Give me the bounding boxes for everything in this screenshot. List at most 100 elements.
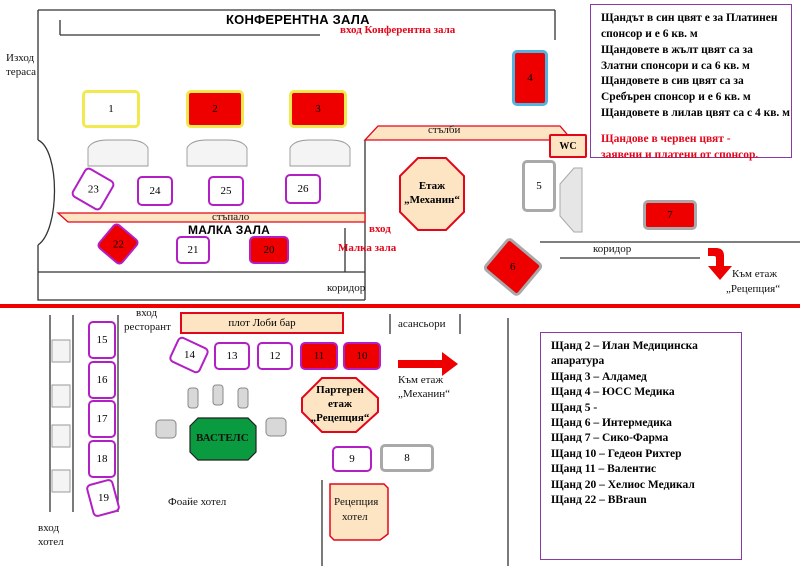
booth-12[interactable]: 12 [257,342,293,370]
sofa-3-icon [289,139,351,167]
booth-15[interactable]: 15 [88,321,116,359]
booth-22-number: 22 [112,238,124,250]
booth-list-box: Щанд 2 – Илан Медицинска апаратура Щанд … [540,332,742,560]
parter-line-2: етаж [328,398,352,411]
booth-9-number: 9 [349,453,355,465]
booth-list-line-8: Щанд 10 – Гедеон Рихтер [551,447,682,460]
booth-14-number: 14 [183,349,195,361]
sofa-left-1-icon [51,339,71,363]
booth-7[interactable]: 7 [643,200,697,230]
booth-list-line-11: Щанд 22 – BBraun [551,494,647,507]
booth-11-number: 11 [313,350,325,362]
booth-16[interactable]: 16 [88,361,116,399]
booth-5[interactable]: 5 [522,160,556,212]
booth-4-number: 4 [527,72,533,84]
sofa-left-4-icon [51,469,71,493]
booth-24[interactable]: 24 [137,176,173,206]
upper-curved-wall [37,139,56,246]
booth-26-number: 26 [297,183,309,195]
booth-23-number: 23 [87,183,99,195]
mechanin-line-1: Етаж [418,180,446,193]
lobby-bar-label: плот Лоби бар [228,317,296,329]
booth-20[interactable]: 20 [249,236,289,264]
cylinder-4 [155,419,177,439]
legend-line-4: Златни спонсори и са 6 кв. м [601,59,750,72]
octagon-parter [301,377,379,433]
stairs-upper [363,125,574,141]
to-reception-label-2: „Рецепция“ [726,283,781,295]
reception-desk-shape [329,483,389,541]
small-hall-title: МАЛКА ЗАЛА [188,223,270,237]
upper-outer-wall-bottom [37,245,365,301]
booth-17-number: 17 [96,413,108,425]
booth-21[interactable]: 21 [176,236,210,264]
corridor-label-2: коридор [593,243,632,255]
booth-3[interactable]: 3 [289,90,347,128]
step-label: стъпало [212,211,250,223]
conference-hall-title: КОНФЕРЕНТНА ЗАЛА [226,12,370,27]
legend-line-5: Щандовете в сив цвят са за [601,75,744,88]
booth-list-line-4: Щанд 4 – ЮСС Медика [551,386,675,399]
cylinder-5 [265,417,287,437]
terrace-exit-label-2: тераса [6,66,36,78]
step-small-hall [56,212,366,223]
reception-desk-label-2: хотел [342,511,368,523]
to-mechanin-label-1: Към етаж [398,374,444,386]
booth-9[interactable]: 9 [332,446,372,472]
elevators-label: асансьори [398,318,446,330]
booth-2[interactable]: 2 [186,90,244,128]
sofa-left-2-icon [51,384,71,408]
booth-4[interactable]: 4 [512,50,548,106]
booth-6-number: 6 [510,261,516,273]
octagon-parter-text: Партерен етаж „Рецепция“ [302,378,378,432]
hotel-entry-label-1: вход [38,522,60,534]
parter-line-3: „Рецепция“ [310,411,370,424]
stairs-label: стълби [428,124,461,136]
booth-list-line-3: Щанд 3 – Алдамед [551,370,647,383]
vastels-label: ВАСТЕЛС [196,432,249,444]
booth-10[interactable]: 10 [343,342,381,370]
booth-20-number: 20 [263,244,275,256]
booth-8[interactable]: 8 [380,444,434,472]
legend-red-line-1: Щандове в червен цвят - [601,133,731,146]
vastels-shape [189,417,257,461]
booth-17[interactable]: 17 [88,400,116,438]
booth-12-number: 12 [269,350,281,362]
booth-list-line-5: Щанд 5 - [551,401,598,414]
booth-19-number: 19 [97,492,109,504]
reception-desk-label-1: Рецепция [334,496,379,508]
to-mechanin-label-2: „Механин“ [398,388,451,400]
booth-13-number: 13 [226,350,238,362]
restaurant-entry-label-2: ресторант [124,321,171,333]
sofa-left-3-icon [51,424,71,448]
booth-11[interactable]: 11 [300,342,338,370]
booth-25[interactable]: 25 [208,176,244,206]
legend-line-7: Щандовете в лилав цвят са с 4 кв. м [601,107,791,120]
booth-list-line-1: Щанд 2 – Илан Медицинска [551,340,698,352]
to-reception-label-1: Към етаж [732,268,778,280]
legend-line-1: Щандът в син цвят е за Платинен [601,12,778,24]
booth-18[interactable]: 18 [88,440,116,478]
booth-1-number: 1 [108,103,114,115]
booth-16-number: 16 [96,374,108,386]
booth-13[interactable]: 13 [214,342,250,370]
booth-list-line-2: апаратура [551,355,605,368]
booth-10-number: 10 [356,350,368,362]
octagon-mechanin [399,157,465,231]
booth-1[interactable]: 1 [82,90,140,128]
booth-3-number: 3 [315,103,321,115]
hotel-entry-label-2: хотел [38,536,64,548]
corridor-label-1: коридор [327,282,366,294]
sofa-1-icon [87,139,149,167]
booth-26[interactable]: 26 [285,174,321,204]
octagon-mechanin-text: Етаж „Механин“ [400,158,464,230]
wc-label: WC [559,140,577,152]
terrace-exit-label-1: Изход [6,52,35,64]
conference-entry-label: вход Конферентна зала [340,24,456,36]
booth-list-line-7: Щанд 7 – Сико-Фарма [551,432,669,445]
sofa-group [87,139,351,167]
color-legend: Щандът в син цвят е за Платинен спонсор … [590,4,792,161]
legend-line-3: Щандовете в жълт цвят са за [601,43,753,56]
booth-24-number: 24 [149,185,161,197]
booth-list-line-6: Щанд 6 – Интермедика [551,417,672,430]
